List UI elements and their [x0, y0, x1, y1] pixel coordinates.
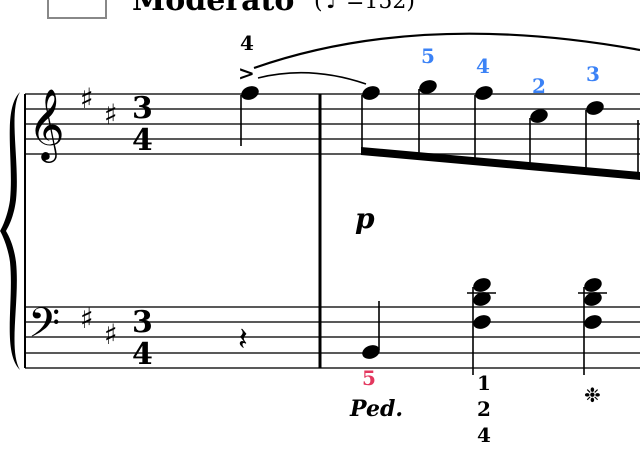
note-fsharp5 [241, 86, 259, 100]
sharp-f-icon: ♯ [80, 82, 94, 115]
brace [0, 92, 20, 370]
accent-icon: > [238, 61, 255, 85]
time-sig-top: 3 [132, 91, 153, 126]
fingering: 4 [476, 54, 490, 78]
fingering: 2 [477, 397, 491, 421]
fingering: 4 [477, 423, 491, 447]
measure-number-box [47, 0, 107, 19]
fingering: 5 [421, 44, 435, 68]
fingering: 2 [532, 74, 546, 98]
note [362, 86, 380, 100]
slur [253, 32, 640, 70]
bass-clef-icon: 𝄢 [28, 299, 60, 357]
note [530, 109, 548, 123]
fingering: 3 [586, 62, 600, 86]
time-sig-top: 3 [132, 305, 153, 340]
chord [467, 278, 496, 375]
sharp-f-icon: ♯ [80, 302, 94, 335]
time-sig-bottom: 4 [132, 337, 153, 372]
sharp-c-icon: ♯ [104, 318, 118, 351]
beam [361, 147, 640, 180]
bass-notes [362, 278, 607, 375]
bass-staff [25, 306, 640, 369]
tie [257, 71, 367, 85]
note [475, 86, 493, 100]
treble-notes [240, 80, 640, 180]
tempo-value: =152) [346, 0, 415, 14]
time-sig-bottom: 4 [132, 123, 153, 158]
pedal-release-icon: ❉ [584, 383, 601, 407]
fingering-red: 5 [362, 366, 376, 390]
tempo-title: Moderato [132, 0, 294, 18]
chord [578, 278, 607, 375]
fingering-4: 4 [240, 31, 254, 55]
tempo-paren: ( [314, 0, 323, 14]
pedal-down-mark: Ped. [349, 396, 403, 422]
note [419, 80, 437, 94]
note [586, 101, 604, 115]
sharp-c-icon: ♯ [104, 98, 118, 131]
tempo-note-icon: ♩ [326, 0, 336, 14]
fingering: 1 [477, 371, 491, 395]
dynamic-piano: p [355, 202, 375, 235]
treble-staff [25, 93, 640, 155]
quarter-rest-icon: 𝄽 [238, 320, 248, 358]
treble-clef-icon: 𝄞 [28, 87, 65, 163]
